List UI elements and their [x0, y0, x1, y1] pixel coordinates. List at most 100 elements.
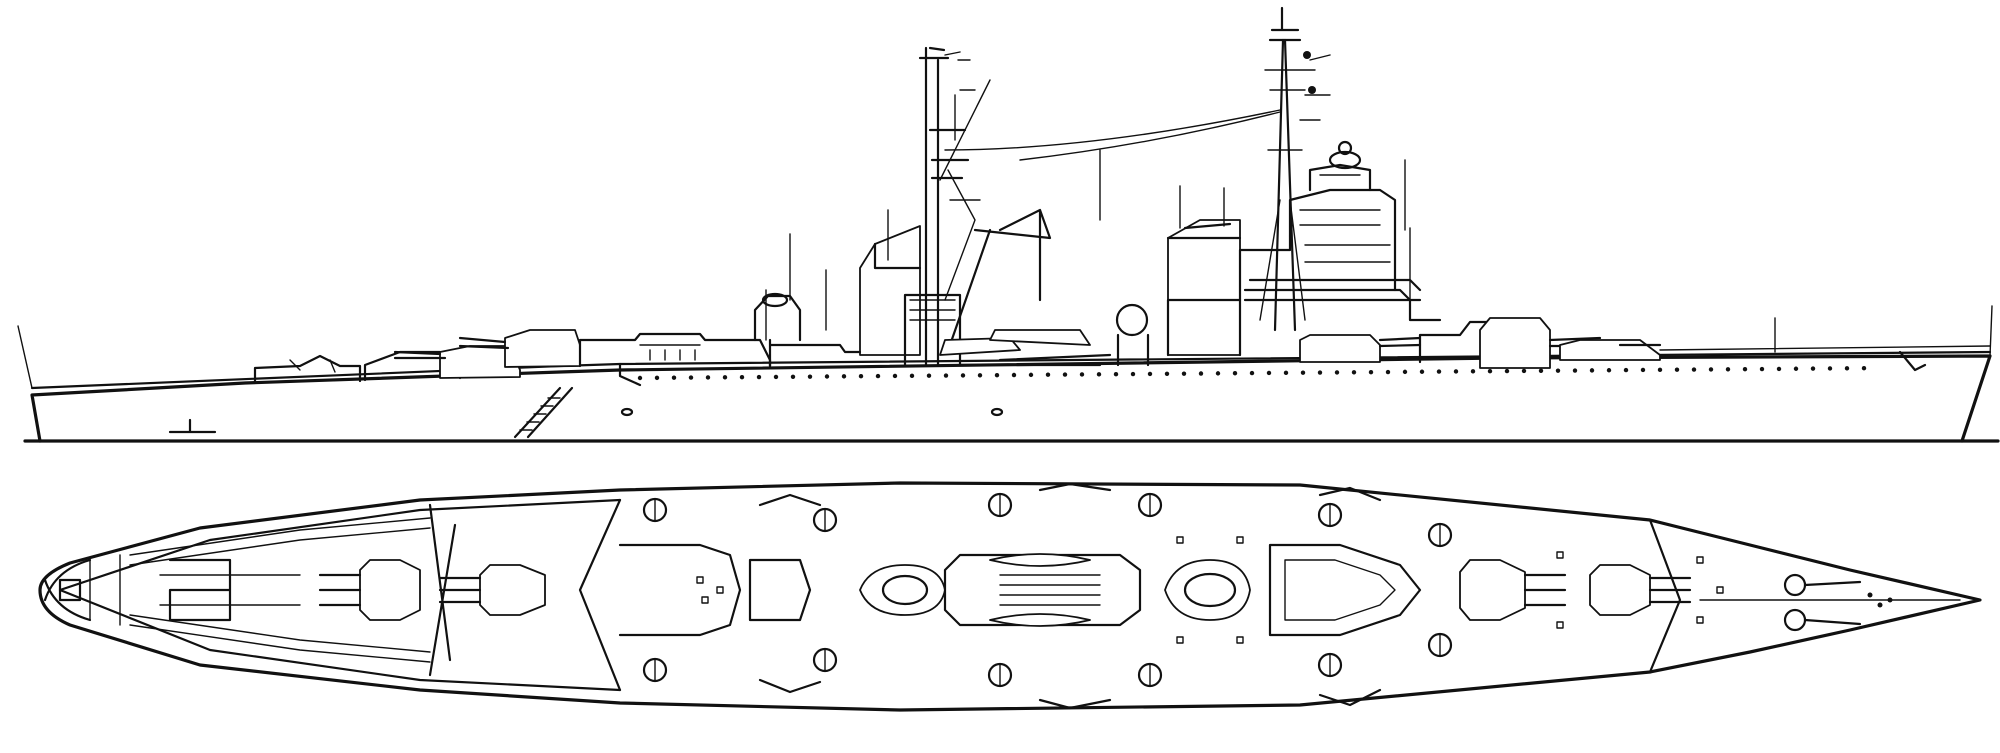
plan-forward-turret-b: [1459, 559, 1567, 621]
aa-mount: [987, 662, 1013, 688]
porthole: [977, 373, 983, 378]
porthole: [1827, 366, 1833, 371]
plan-aft-superstructure: [618, 543, 742, 637]
deck-fitting: [1176, 636, 1184, 644]
accommodation-ladder: [513, 386, 574, 439]
porthole: [1572, 368, 1578, 373]
porthole: [1487, 369, 1493, 374]
aa-mount: [1427, 632, 1453, 658]
porthole: [1793, 366, 1799, 371]
porthole: [756, 374, 762, 380]
porthole: [1351, 370, 1357, 375]
porthole: [1028, 372, 1034, 378]
porthole: [1640, 367, 1646, 373]
porthole: [654, 375, 660, 381]
plan-forecastle-line: [1648, 518, 1682, 674]
deck-fitting: [1716, 586, 1724, 594]
aa-mount: [812, 507, 838, 533]
plan-bridge-inner: [1284, 559, 1396, 621]
porthole: [1096, 372, 1102, 377]
porthole: [1725, 367, 1731, 372]
deck-fitting: [1236, 636, 1244, 644]
porthole: [637, 375, 643, 381]
aft-main-turret-x: [393, 345, 521, 379]
porthole: [1147, 371, 1153, 377]
porthole: [841, 374, 847, 379]
aa-mount: [812, 647, 838, 673]
porthole: [739, 374, 745, 380]
porthole: [994, 372, 1000, 378]
aft-funnel: [859, 209, 922, 356]
plan-forward-funnel: [1164, 559, 1251, 621]
porthole-row: [637, 366, 1867, 381]
aa-mount: [1317, 652, 1343, 678]
deck-fitting: [696, 576, 704, 584]
side-elevation-view: [17, 6, 2000, 443]
plan-aft-booms: [428, 503, 457, 677]
hull-outline: [30, 354, 1992, 443]
porthole: [1266, 370, 1272, 376]
aa-mount: [642, 657, 668, 683]
plan-mine-rails: [129, 517, 431, 663]
porthole: [926, 373, 932, 378]
plan-aft-funnel: [859, 564, 946, 616]
porthole: [1504, 368, 1510, 374]
porthole: [960, 373, 966, 378]
hull-step: [618, 362, 642, 387]
porthole: [1538, 368, 1544, 373]
porthole: [1062, 372, 1068, 377]
porthole: [1215, 371, 1221, 376]
porthole: [1419, 369, 1425, 374]
porthole: [1249, 370, 1255, 376]
plan-forward-turret-a: [1589, 564, 1692, 616]
porthole: [1708, 367, 1714, 372]
porthole: [722, 375, 728, 380]
porthole: [1623, 367, 1629, 373]
porthole: [1521, 368, 1527, 374]
porthole: [1198, 371, 1204, 376]
porthole: [1844, 366, 1850, 371]
porthole: [1606, 368, 1612, 373]
midship-director: [1115, 303, 1150, 367]
hull-scuttle: [620, 407, 634, 417]
porthole: [1232, 371, 1238, 376]
porthole: [1283, 370, 1289, 376]
plan-boat-deck: [943, 553, 1142, 627]
porthole: [773, 374, 779, 380]
hull-scuttle-2: [990, 407, 1004, 417]
foremast: [1259, 6, 1331, 332]
porthole: [1674, 367, 1680, 372]
forward-funnel: [1166, 185, 1242, 356]
mainmast: [918, 46, 991, 367]
porthole: [1164, 371, 1170, 376]
porthole: [1810, 366, 1816, 371]
aft-director: [753, 233, 827, 342]
aft-superstructure-windows: [639, 344, 701, 361]
aft-superstructure: [578, 332, 772, 368]
aa-mount: [987, 492, 1013, 518]
deck-fitting: [1696, 556, 1704, 564]
porthole: [1317, 370, 1323, 375]
porthole: [1861, 366, 1867, 371]
porthole: [1130, 371, 1136, 377]
plan-aft-turret-y: [318, 559, 421, 621]
plan-stern: [43, 554, 121, 626]
plan-aft-turret-x: [438, 564, 546, 616]
porthole: [1436, 369, 1442, 374]
aa-mount: [642, 497, 668, 523]
porthole: [1555, 368, 1561, 373]
porthole: [1385, 369, 1391, 375]
porthole: [1657, 367, 1663, 373]
bow-staff: [1989, 305, 1993, 357]
aa-mount: [1427, 522, 1453, 548]
plan-deck-line: [58, 498, 622, 692]
porthole: [1691, 367, 1697, 372]
hull-mark: [168, 418, 217, 434]
porthole: [1181, 371, 1187, 376]
porthole: [1453, 369, 1459, 374]
porthole: [1470, 369, 1476, 374]
porthole: [688, 375, 694, 380]
porthole: [1589, 368, 1595, 373]
porthole: [1742, 366, 1748, 372]
plan-aft-director-pos: [748, 558, 812, 622]
